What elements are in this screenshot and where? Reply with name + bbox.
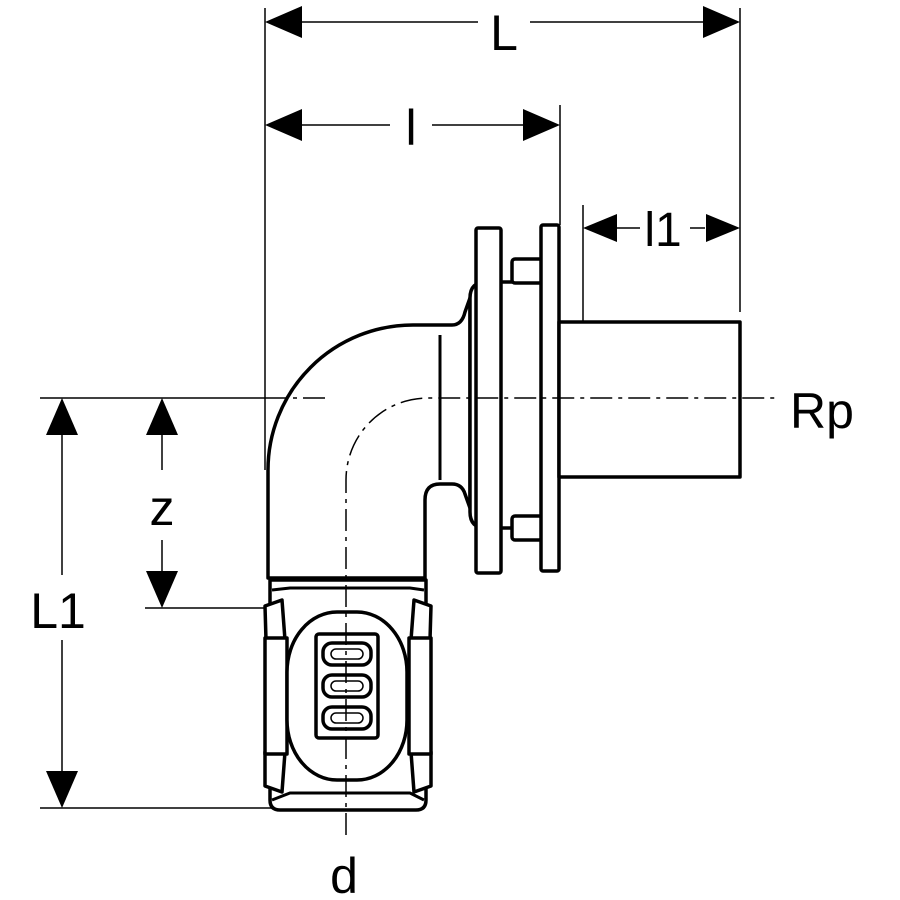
dimension-l: l	[265, 100, 560, 156]
connector-band-right	[407, 636, 433, 756]
dimension-label-L: L	[490, 5, 518, 61]
dimension-label-L1: L1	[30, 583, 86, 639]
arrow-head	[146, 398, 178, 435]
press-connector	[263, 578, 433, 812]
pipe-diameter-label-d: d	[330, 848, 358, 900]
centerline-elbow	[345, 397, 780, 835]
flange-bolt-bottom	[510, 514, 544, 542]
check-slot	[321, 705, 373, 731]
arrow-head	[583, 214, 617, 242]
dimension-label-l1: l1	[644, 204, 681, 257]
thread-label-rp: Rp	[790, 383, 854, 439]
arrow-head	[46, 398, 78, 435]
arrow-head	[265, 6, 302, 38]
check-slot	[321, 673, 373, 699]
connector-band-left	[263, 636, 289, 756]
arrow-head	[706, 214, 740, 242]
arrow-head	[523, 109, 560, 141]
elbow-body	[266, 296, 472, 580]
check-slot	[321, 641, 373, 667]
dimension-L1: L1	[30, 398, 86, 808]
dimension-l1: l1	[583, 204, 740, 257]
flange-plate-left	[474, 226, 503, 575]
flange-bolt-top	[510, 257, 544, 285]
dimension-label-z: z	[150, 480, 175, 536]
threaded-pipe-end	[557, 320, 742, 479]
arrow-head	[46, 771, 78, 808]
dimension-L: L	[265, 5, 740, 61]
arrow-head	[146, 571, 178, 608]
arrow-head	[703, 6, 740, 38]
arrow-head	[265, 109, 302, 141]
dimension-label-l: l	[405, 100, 416, 156]
dimension-z: z	[146, 398, 178, 608]
